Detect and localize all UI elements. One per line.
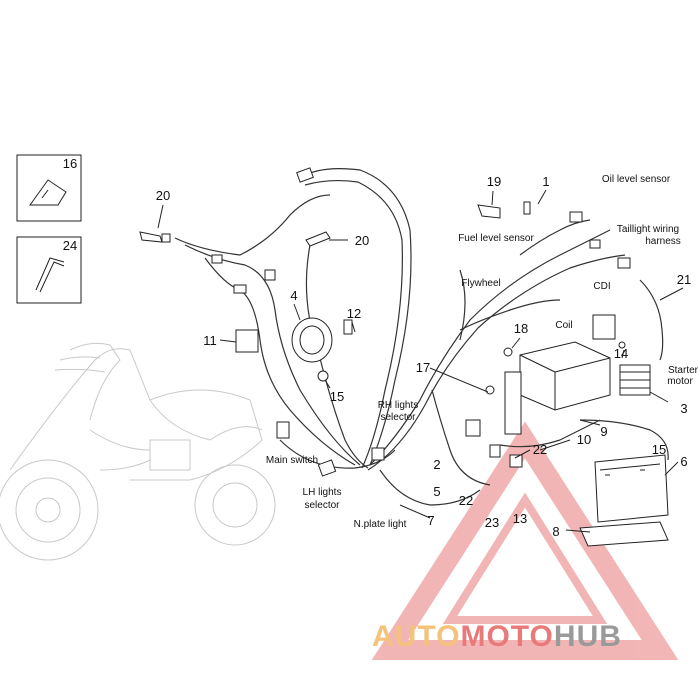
callout-22-left: 22	[459, 493, 473, 508]
callout-15-right: 15	[652, 442, 666, 457]
main-harness	[174, 168, 669, 506]
callout-20-left: 20	[156, 188, 170, 203]
watermark-text: AUTOMOTOHUB	[372, 620, 622, 653]
scooter-outline	[0, 342, 276, 561]
callout-1: 1	[542, 174, 549, 189]
inset-16	[16, 154, 82, 222]
label-flywheel: Flywheel	[461, 278, 500, 289]
label-lh-1: LH lights	[303, 487, 342, 498]
callout-24: 24	[63, 238, 77, 253]
callout-11: 11	[203, 333, 217, 348]
label-rh-2: selector	[380, 412, 416, 423]
label-starter-2: motor	[667, 376, 693, 387]
watermark-hub: HUB	[554, 620, 622, 653]
label-taillight-1: Taillight wiring	[617, 224, 679, 235]
label-oil-level-sensor: Oil level sensor	[602, 174, 671, 185]
callout-12: 12	[347, 306, 361, 321]
label-rh-1: RH lights	[378, 400, 419, 411]
component-shapes	[139, 167, 669, 547]
callout-4: 4	[290, 288, 297, 303]
callout-6: 6	[680, 454, 687, 469]
callout-15-left: 15	[330, 389, 344, 404]
watermark-moto: MOTO	[460, 620, 553, 653]
leader-lines	[157, 189, 684, 533]
callout-13: 13	[513, 511, 527, 526]
callout-7: 7	[427, 513, 434, 528]
label-main-switch: Main switch	[266, 455, 318, 466]
callout-2: 2	[433, 457, 440, 472]
callout-22-right: 22	[533, 442, 547, 457]
callout-numbers: 16 24 20 20 4 12 11 15 19 1 18 17 14 3 2…	[63, 156, 691, 539]
callout-23: 23	[485, 515, 499, 530]
callout-16: 16	[63, 156, 77, 171]
callout-5: 5	[433, 484, 440, 499]
callout-21: 21	[677, 272, 691, 287]
label-coil: Coil	[555, 320, 572, 331]
label-taillight-2: harness	[645, 236, 681, 247]
label-cdi: CDI	[593, 281, 610, 292]
callout-8: 8	[552, 524, 559, 539]
label-starter-1: Starter	[668, 365, 699, 376]
callout-3: 3	[680, 401, 687, 416]
inset-24	[16, 236, 82, 304]
label-nplate-light: N.plate light	[354, 519, 407, 530]
callout-9: 9	[600, 424, 607, 439]
watermark-brand: AUTOMOTOHUB	[372, 620, 622, 653]
callout-14: 14	[614, 346, 628, 361]
label-fuel-level-sensor: Fuel level sensor	[458, 233, 534, 244]
label-lh-2: selector	[304, 500, 340, 511]
callout-20-right: 20	[355, 233, 369, 248]
callout-19: 19	[487, 174, 501, 189]
callout-10: 10	[577, 432, 591, 447]
part-labels: Oil level sensor Fuel level sensor Taill…	[266, 174, 699, 530]
watermark-auto: AUTO	[372, 620, 460, 653]
callout-18: 18	[514, 321, 528, 336]
callout-17: 17	[416, 360, 430, 375]
